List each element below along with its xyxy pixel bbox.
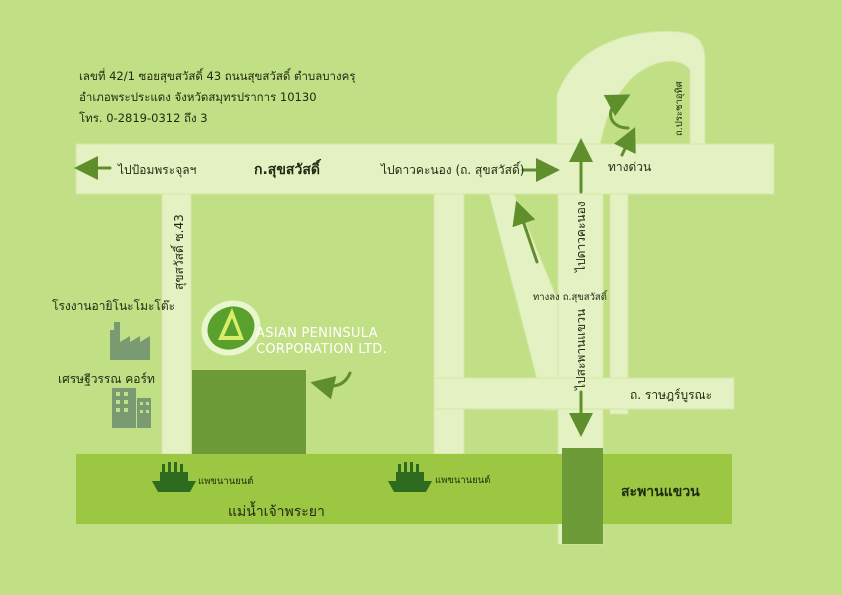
- label-ramp-down: ทางลง ถ.สุขสวัสดิ์: [533, 292, 607, 303]
- label-to-pom: ไปป้อมพระจุลฯ: [118, 163, 197, 177]
- label-bridge: สะพานแขวน: [621, 484, 700, 500]
- label-river: แม่น้ำเจ้าพระยา: [228, 504, 325, 520]
- address-line-2: อำเภอพระประแดง จังหวัดสมุทรปราการ 10130: [79, 90, 317, 104]
- arrow-loop-curve: [603, 94, 631, 130]
- ferry-icon: [152, 462, 196, 492]
- arrow-to-site: [310, 371, 352, 400]
- label-soi-43: สุขสวัสดิ์ ซ.43: [172, 214, 186, 290]
- ferry-icon: [388, 462, 432, 492]
- suspension-bridge: [562, 448, 603, 544]
- label-expressway: ทางด่วน: [608, 160, 652, 174]
- label-condo: เศรษฐีวรรณ คอร์ท: [58, 372, 155, 386]
- company-name-line-1: ASIAN PENINSULA: [256, 326, 378, 341]
- direction-arrows: [74, 94, 636, 437]
- sukhsawat-road: [75, 143, 775, 195]
- company-site: [192, 370, 306, 454]
- rat-burana-road: [433, 377, 735, 410]
- label-to-bridge: ไปสะพานแขวน: [574, 308, 588, 390]
- label-to-dao: ไปดาวคะนอง (ถ. สุขสวัสดิ์): [381, 163, 525, 177]
- right-vertical-road: [609, 193, 629, 415]
- label-main-road: ก.สุขสวัสดิ์: [254, 162, 320, 178]
- factory-icon: [110, 322, 150, 374]
- label-factory: โรงงานอายิโนะโมะโต๊ะ: [52, 299, 176, 313]
- label-pier-right: แพขนานยนต์: [435, 475, 491, 486]
- address-line-1: เลขที่ 42/1 ซอยสุขสวัสดิ์ 43 ถนนสุขสวัสด…: [79, 69, 356, 83]
- company-name: ASIAN PENINSULA CORPORATION LTD.: [256, 326, 387, 358]
- arrow-expressway: [614, 127, 636, 157]
- vertical-road-left: [433, 193, 465, 455]
- address-line-3: โทร. 0-2819-0312 ถึง 3: [79, 111, 208, 125]
- arrow-ramp: [512, 200, 539, 264]
- label-rat-burana: ถ. ราษฎร์บูรณะ: [630, 388, 713, 402]
- building-icon: [110, 388, 154, 442]
- label-pracha-uthit: ถ.ประชาอุทิศ: [674, 81, 685, 136]
- label-to-dao-vertical: ไปดาวคะนอง: [574, 201, 588, 272]
- company-name-line-2: CORPORATION LTD.: [256, 342, 388, 357]
- company-logo: [201, 300, 261, 356]
- label-pier-left: แพขนานยนต์: [198, 476, 254, 487]
